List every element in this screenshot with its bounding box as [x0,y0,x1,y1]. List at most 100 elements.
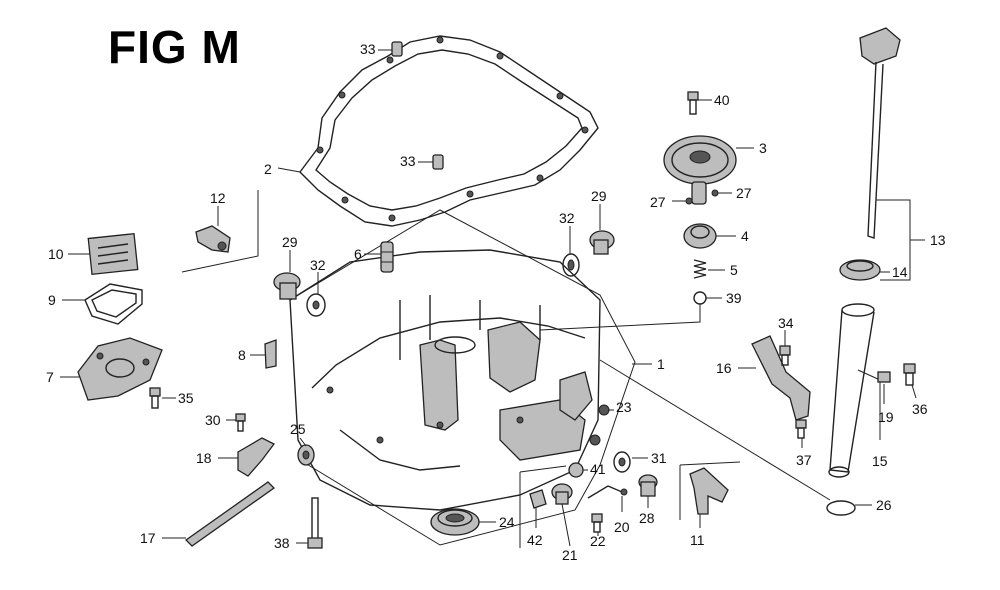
clip-8 [264,339,277,369]
callout-3: 3 [759,140,767,156]
callout-15: 15 [872,453,888,469]
dowel-pin-top [391,41,403,57]
callout-32-left: 32 [310,257,326,273]
callout-11: 11 [690,532,705,548]
tee-fitting-11 [689,467,729,515]
washer-27-left [685,197,693,205]
callout-22: 22 [590,533,606,549]
washer-27-right [711,189,719,197]
washer-32-left [306,293,326,317]
callout-19: 19 [878,409,894,425]
bolt-36 [903,363,916,386]
callout-2: 2 [264,161,272,177]
callout-39: 39 [726,290,742,306]
bolt-37 [795,419,807,439]
callout-12: 12 [210,190,226,206]
callout-33-top: 33 [360,41,376,57]
clip-42 [529,489,547,509]
bolt-34 [779,345,791,366]
callout-27-right: 27 [736,185,752,201]
o-ring-39 [693,291,707,305]
governor-slider [683,223,717,249]
callout-20: 20 [614,519,630,535]
leader-39 [539,304,701,331]
bolt-35 [149,387,161,409]
dipstick-13 [859,27,901,239]
plate-10 [87,232,139,276]
callout-42: 42 [527,532,543,548]
callout-10: 10 [48,246,64,262]
o-ring-26 [826,500,856,516]
callout-40: 40 [714,92,730,108]
callout-16: 16 [716,360,732,376]
oil-pan [289,249,601,511]
nut-41 [568,462,584,478]
bracket-15 [857,369,881,440]
lever-18 [237,437,275,477]
callout-31: 31 [651,450,667,466]
bolt-38 [307,497,323,549]
spring-5 [693,259,707,279]
callout-4: 4 [741,228,749,244]
callout-18: 18 [196,450,212,466]
bracket-16 [751,335,811,421]
callout-21: 21 [562,547,578,563]
callout-1: 1 [657,356,665,372]
callout-30: 30 [205,412,221,428]
callout-6: 6 [354,246,362,262]
callout-28: 28 [639,510,655,526]
callout-24: 24 [499,514,515,530]
washer-31 [613,451,631,473]
bolt-40 [687,91,699,115]
dowel-6 [380,241,394,273]
callout-7: 7 [46,369,54,385]
seal-14 [839,259,881,281]
clip-19 [877,371,891,383]
callout-41: 41 [590,461,606,477]
sensor-12 [195,225,231,253]
washer-25 [297,444,315,466]
callout-37: 37 [796,452,812,468]
gasket-9 [84,283,143,325]
bracket-21 [519,465,567,548]
oil-pan-outline-bracket [289,209,636,546]
leader-26-long [599,359,831,501]
figure-title: FIG M [108,21,241,73]
callout-27-left: 27 [650,194,666,210]
bracket-12 [181,190,259,273]
callout-35: 35 [178,390,194,406]
plug-23 [598,404,610,416]
bracket-11 [679,461,741,520]
shaft-17 [184,481,276,547]
filler-tube-15 [828,303,875,478]
dowel-pin-middle [432,154,444,170]
callout-38: 38 [274,535,290,551]
plug-28 [638,474,658,497]
cover-7 [77,337,163,401]
gasket [299,35,599,227]
washer-32-right [562,253,580,277]
callout-labels: 1 2 3 4 5 6 7 8 9 10 11 12 13 [46,41,946,563]
fitting-21-22 [551,483,573,505]
callout-33-middle: 33 [400,153,416,169]
callout-9: 9 [48,292,56,308]
governor-gear [663,135,737,205]
callout-8: 8 [238,347,246,363]
callout-23: 23 [616,399,632,415]
callout-36: 36 [912,401,928,417]
callout-14: 14 [892,264,908,280]
callout-13: 13 [930,232,946,248]
callout-26: 26 [876,497,892,513]
callout-29-left: 29 [282,234,298,250]
callout-34: 34 [778,315,794,331]
plug-29-right [589,230,615,255]
bolt-30 [235,413,246,432]
callout-5: 5 [730,262,738,278]
callout-29-right: 29 [591,188,607,204]
bolt-22 [591,513,603,533]
plug-29-left [273,272,301,300]
callout-17: 17 [140,530,156,546]
oil-seal-24 [430,508,480,536]
